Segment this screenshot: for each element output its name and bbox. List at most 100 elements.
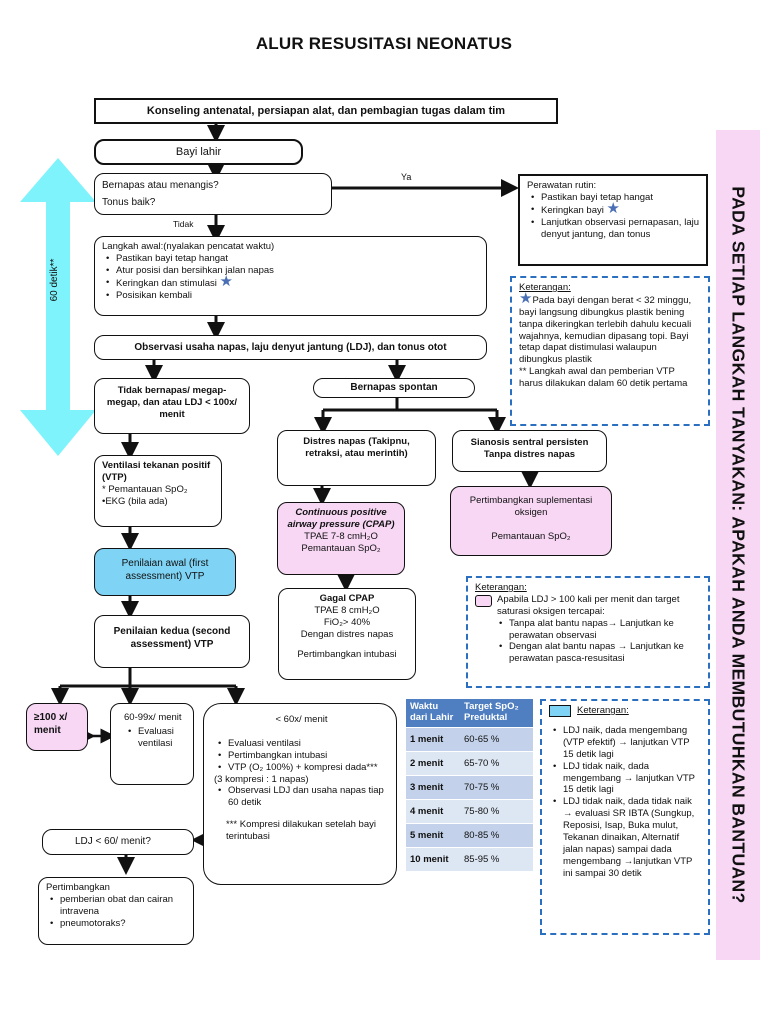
table-header: Target SpO₂ Preduktal	[460, 699, 533, 728]
hr-lt60-ratio: (3 kompresi : 1 napas)	[214, 773, 309, 785]
note-vtp-header: Keterangan:	[549, 705, 701, 717]
vtp-item: •EKG (bila ada)	[102, 495, 168, 507]
note-title: Keterangan:	[519, 282, 571, 293]
side-banner-text: PADA SETIAP LANGKAH TANYAKAN: APAKAH AND…	[728, 186, 749, 904]
table-cell: 60-65 %	[460, 727, 533, 752]
consider-box: Pertimbangkan pemberian obat dan cairan …	[38, 877, 194, 945]
cyanosis-box: Sianosis sentral persisten Tanpa distres…	[452, 430, 607, 472]
cpap-title: Continuous positive airway pressure (CPA…	[287, 507, 395, 530]
sixty-seconds-label: 60 detik**	[49, 258, 60, 302]
second-assessment-box: Penilaian kedua (second assessment) VTP	[94, 615, 250, 668]
distress-box: Distres napas (Takipnu, retraksi, atau m…	[277, 430, 436, 486]
note-target-body: Apabila LDJ > 100 kali per menit dan tar…	[475, 594, 701, 618]
born-box: Bayi lahir	[94, 139, 303, 165]
initial-step-item: Pastikan bayi tetap hangat	[104, 253, 479, 265]
initial-step-item: Keringkan dan stimulasi ★	[104, 274, 479, 290]
first-assessment-box: Penilaian awal (first assessment) VTP	[94, 548, 236, 596]
sixty-seconds-arrow	[20, 158, 96, 456]
star-icon: ★	[219, 272, 233, 290]
note-title: Keterangan:	[577, 705, 629, 717]
yes-label: Ya	[401, 172, 412, 182]
table-cell: 80-85 %	[460, 823, 533, 848]
oxygen-box: Pertimbangkan suplementasi oksigen Peman…	[450, 486, 612, 556]
hr-lt60-title: < 60x/ menit	[275, 714, 328, 725]
cpap-pressure: TPAE 7-8 cmH₂O	[304, 530, 378, 542]
note-title: Keterangan:	[475, 582, 527, 593]
table-cell: 10 menit	[406, 847, 460, 872]
question-breathing: Bernapas atau menangis?	[102, 180, 219, 191]
note-vtp-item: LDJ tidak naik, dada mengembang → lanjut…	[551, 761, 701, 797]
initial-steps-title: Langkah awal:(nyalakan pencatat waktu)	[102, 241, 275, 252]
routine-item: Lanjutkan observasi pernapasan, laju den…	[529, 217, 699, 241]
antenatal-box: Konseling antenatal, persiapan alat, dan…	[94, 98, 558, 124]
consider-title: Pertimbangkan	[46, 882, 110, 893]
question-tonus: Tonus baik?	[102, 196, 156, 208]
hr-60-99-title: 60-99x/ menit	[124, 712, 182, 723]
cpap-monitoring: Pemantauan SpO₂	[301, 542, 381, 554]
note-sixty-seconds: ** Langkah awal dan pemberian VTP harus …	[519, 366, 688, 389]
not-breathing-box: Tidak bernapas/ megap-megap, dan atau LD…	[94, 378, 250, 434]
note-vtp-item: LDJ naik, dada mengembang (VTP efektif) …	[551, 725, 701, 761]
note-target: Keterangan: Apabila LDJ > 100 kali per m…	[466, 576, 710, 688]
side-banner: PADA SETIAP LANGKAH TANYAKAN: APAKAH AND…	[716, 130, 760, 960]
consider-item: pneumotoraks?	[48, 918, 186, 930]
table-header-row: Waktu dari Lahir Target SpO₂ Preduktal	[406, 699, 533, 728]
table-cell: 70-75 %	[460, 775, 533, 800]
vtp-item: * Pemantauan SpO₂	[102, 483, 188, 495]
table-cell: 85-95 %	[460, 847, 533, 872]
table-cell: 2 menit	[406, 751, 460, 776]
note-target-item: Dengan alat bantu napas → Lanjutkan ke p…	[497, 641, 701, 665]
cpap-fail-line: TPAE 8 cmH₂O	[314, 604, 380, 616]
star-icon: ★	[606, 199, 620, 217]
no-label: Tidak	[173, 219, 194, 229]
spo2-target-table: Waktu dari Lahir Target SpO₂ Preduktal 1…	[406, 699, 533, 872]
hr-lt60-item: VTP (O₂ 100%) + kompresi dada***	[216, 762, 389, 774]
blue-legend-swatch	[549, 705, 571, 717]
vtp-box: Ventilasi tekanan positif (VTP) * Pemant…	[94, 455, 222, 527]
cpap-fail-footer: Pertimbangkan intubasi	[297, 648, 397, 660]
table-cell: 65-70 %	[460, 751, 533, 776]
table-cell: 4 menit	[406, 799, 460, 824]
cpap-fail-title: Gagal CPAP	[319, 593, 375, 604]
consider-item: pemberian obat dan cairan intravena	[48, 894, 186, 918]
routine-care-box: Perawatan rutin: Pastikan bayi tetap han…	[518, 174, 708, 266]
oxygen-monitoring: Pemantauan SpO₂	[491, 530, 571, 542]
hr-60-99-item: Evaluasi ventilasi	[126, 726, 186, 750]
hr-100-box: ≥100 x/ menit	[26, 703, 88, 751]
note-target-intro: Apabila LDJ > 100 kali per menit dan tar…	[497, 593, 680, 617]
oxygen-text: Pertimbangkan suplementasi oksigen	[469, 495, 593, 518]
ldj-question-box: LDJ < 60/ menit?	[42, 829, 194, 855]
cpap-fail-box: Gagal CPAP TPAE 8 cmH₂O FiO₂> 40% Dengan…	[278, 588, 416, 680]
hr-lt60-box: < 60x/ menit Evaluasi ventilasi Pertimba…	[203, 703, 397, 885]
vtp-title: Ventilasi tekanan positif (VTP)	[102, 460, 211, 483]
initial-steps-box: Langkah awal:(nyalakan pencatat waktu) P…	[94, 236, 487, 316]
table-cell: 75-80 %	[460, 799, 533, 824]
hr-lt60-item: Observasi LDJ dan usaha napas tiap 60 de…	[216, 785, 389, 809]
cpap-box: Continuous positive airway pressure (CPA…	[277, 502, 405, 575]
spontaneous-box: Bernapas spontan	[313, 378, 475, 398]
star-icon: ★	[519, 289, 533, 307]
observe-box: Observasi usaha napas, laju denyut jantu…	[94, 335, 487, 360]
note-premature: Keterangan: ★Pada bayi dengan berat < 32…	[510, 276, 710, 426]
hr-60-99-box: 60-99x/ menit Evaluasi ventilasi	[110, 703, 194, 785]
cpap-fail-line: Dengan distres napas	[300, 628, 394, 640]
pink-legend-swatch	[475, 594, 492, 607]
note-vtp-evaluation: Keterangan: LDJ naik, dada mengembang (V…	[540, 699, 710, 935]
routine-item: Keringkan bayi ★	[529, 201, 699, 217]
routine-item: Pastikan bayi tetap hangat	[529, 192, 699, 204]
routine-title: Perawatan rutin:	[527, 180, 597, 191]
page-title: ALUR RESUSITASI NEONATUS	[255, 34, 513, 53]
table-cell: 5 menit	[406, 823, 460, 848]
note-premature-text: ★Pada bayi dengan berat < 32 minggu, bay…	[519, 289, 692, 366]
hr-lt60-item: Pertimbangkan intubasi	[216, 750, 389, 762]
table-cell: 3 menit	[406, 775, 460, 800]
question-box: Bernapas atau menangis? Tonus baik?	[94, 173, 332, 215]
initial-step-item: Atur posisi dan bersihkan jalan napas	[104, 265, 479, 277]
